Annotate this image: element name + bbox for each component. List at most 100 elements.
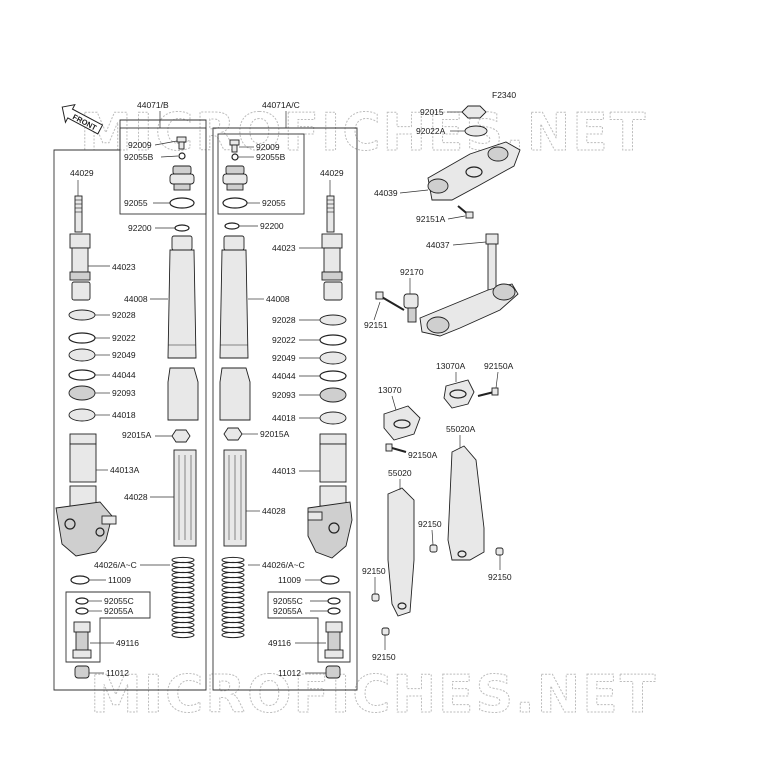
washer-92200-right: [224, 222, 240, 230]
label-55020: 55020: [388, 468, 412, 478]
fork-bottom-left: [167, 367, 199, 421]
dust-seal-92093-left: [68, 385, 96, 401]
label-92028-right: 92028: [272, 315, 296, 325]
bolt-92150-a: [429, 544, 438, 553]
guard-hole-55020A: [457, 550, 467, 558]
oring-92055C-left: [75, 597, 89, 605]
label-92009-left: 92009: [128, 140, 152, 150]
nut-92015A-left: [171, 429, 191, 443]
label-44071AC: 44071A/C: [262, 100, 300, 110]
watermark-top: MICROFICHES.NET: [80, 103, 647, 163]
label-92055B-right: 92055B: [256, 152, 286, 162]
label-92055A-left: 92055A: [104, 606, 134, 616]
axle-bracket-right: [307, 485, 353, 559]
guard-hole-55020: [397, 602, 407, 610]
plug-11012-left: [74, 665, 90, 679]
oring-92055-right: [222, 197, 248, 209]
spring-44026-left: [171, 556, 195, 639]
label-92200-right: 92200: [260, 221, 284, 231]
guide-44018-left: [68, 408, 96, 422]
oring-92055-left: [169, 197, 195, 209]
label-92150-c: 92150: [362, 566, 386, 576]
label-11009-left: 11009: [108, 575, 131, 585]
label-44013: 44013: [272, 466, 296, 476]
label-55020A: 55020A: [446, 424, 476, 434]
washer-92022-left: [68, 332, 96, 344]
label-44013A: 44013A: [110, 465, 140, 475]
washer-92200-left: [174, 224, 190, 232]
label-92015A-right: 92015A: [260, 429, 290, 439]
washer-92022-right: [319, 334, 347, 346]
label-44028-left: 44028: [124, 492, 148, 502]
label-92055-right: 92055: [262, 198, 286, 208]
label-44018-left: 44018: [112, 410, 136, 420]
outer-tube-44013: [319, 433, 347, 483]
label-92028-left: 92028: [112, 310, 136, 320]
circlip-44044-right: [319, 370, 347, 382]
bolt-92150-d: [381, 627, 390, 636]
label-44018-right: 44018: [272, 413, 296, 423]
axle-bracket-left: [55, 485, 117, 557]
bushing-92028-right: [319, 314, 347, 326]
label-11009-right: 11009: [278, 575, 301, 585]
upper-clamp-44039: [427, 141, 521, 201]
label-92150-b: 92150: [488, 572, 512, 582]
label-44039: 44039: [374, 188, 398, 198]
label-49116-left: 49116: [116, 638, 139, 648]
label-44037: 44037: [426, 240, 450, 250]
fork-cap-left: [169, 165, 195, 191]
label-44008-right: 44008: [266, 294, 290, 304]
left-cap-subbox: [119, 127, 207, 215]
clamp-92170: [403, 293, 419, 323]
circlip-44044-left: [68, 369, 96, 381]
cable-guide-13070: [383, 405, 421, 441]
dust-seal-92093-right: [319, 387, 347, 403]
label-92015A-left: 92015A: [122, 430, 152, 440]
label-44026-right: 44026/A~C: [262, 560, 305, 570]
label-92055C-right: 92055C: [273, 596, 303, 606]
cylinder-44028-left: [173, 449, 197, 547]
steering-stem-44037: [419, 233, 519, 337]
label-92150A-top: 92150A: [484, 361, 514, 371]
oil-seal-92049-right: [319, 351, 347, 365]
bolt-92151: [375, 291, 405, 311]
label-92150-d: 92150: [372, 652, 396, 662]
label-13070A: 13070A: [436, 361, 466, 371]
bolt-92150-c: [371, 593, 380, 602]
guide-44018-right: [319, 411, 347, 425]
right-cap-subbox: [217, 133, 305, 215]
label-44029-right: 44029: [320, 168, 344, 178]
label-92055A-right: 92055A: [273, 606, 303, 616]
watermark-bottom: MICROFICHES.NET: [90, 665, 657, 725]
label-92015: 92015: [420, 107, 444, 117]
label-44071B: 44071/B: [137, 100, 169, 110]
label-92022-right: 92022: [272, 335, 296, 345]
valve-49116-right: [324, 621, 344, 659]
fork-guard-55020A: [447, 445, 485, 561]
label-44008-left: 44008: [124, 294, 148, 304]
label-44044-right: 44044: [272, 371, 296, 381]
label-92022-left: 92022: [112, 333, 136, 343]
oring-92055A-left: [75, 607, 89, 615]
valve-49116-left: [72, 621, 92, 659]
label-44023-right: 44023: [272, 243, 296, 253]
label-92009-right: 92009: [256, 142, 280, 152]
label-13070: 13070: [378, 385, 402, 395]
inner-tube-44008-left: [167, 235, 197, 359]
label-44028-right: 44028: [262, 506, 286, 516]
label-44023-left: 44023: [112, 262, 136, 272]
label-92150-a: 92150: [418, 519, 442, 529]
fork-bottom-right: [219, 367, 251, 421]
bolt-92009-left: [176, 136, 187, 150]
figure-code: F2340: [492, 90, 516, 100]
bolt-92150-b: [495, 547, 504, 556]
label-92093-left: 92093: [112, 388, 136, 398]
fork-guard-55020: [387, 487, 415, 617]
nut-92015A-right: [223, 427, 243, 441]
label-92151A: 92151A: [416, 214, 446, 224]
label-49116-right: 49116: [268, 638, 291, 648]
outer-tube-44013A: [69, 433, 97, 483]
piston-right: [323, 281, 343, 301]
label-92022A: 92022A: [416, 126, 446, 136]
